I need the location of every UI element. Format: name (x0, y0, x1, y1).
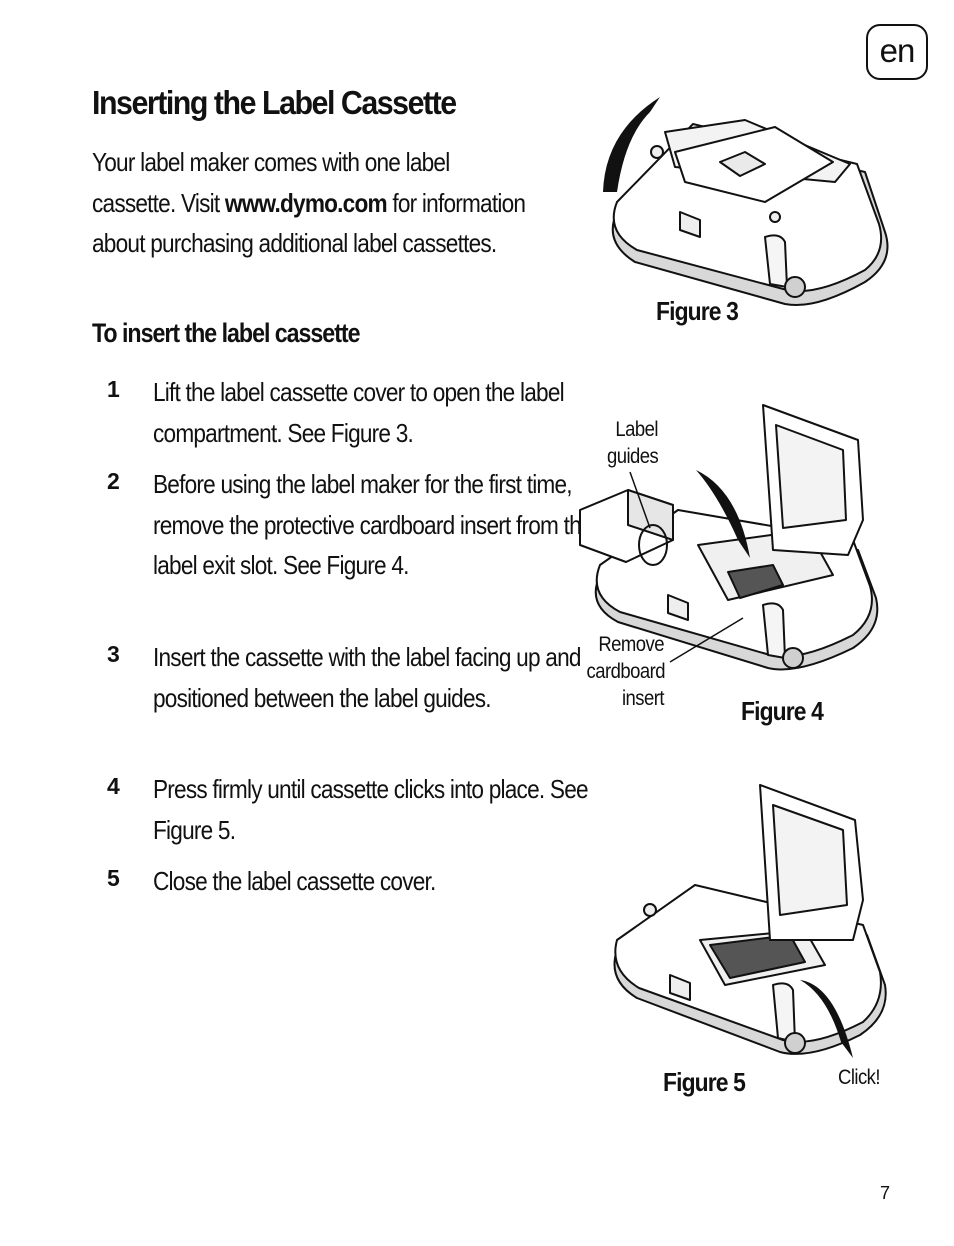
step-number: 5 (107, 865, 120, 891)
figure-5-illustration (613, 784, 887, 1058)
figure-4-caption: Figure 4 (741, 696, 824, 726)
callout-remove-insert: Remove cardboard insert (586, 633, 666, 710)
intro-text-after: for information about purchasing additio… (92, 187, 526, 259)
step-text: Close the label cassette cover. (153, 866, 436, 896)
step-text: Insert the cassette with the label facin… (153, 642, 581, 713)
language-badge: en (866, 24, 928, 80)
step-number: 3 (107, 641, 120, 667)
figure-4-illustration (579, 404, 879, 671)
intro-paragraph: Your label maker comes with one label ca… (92, 142, 531, 264)
figure-5-caption: Figure 5 (663, 1067, 746, 1097)
step-number: 2 (107, 468, 120, 494)
figure-3-caption: Figure 3 (656, 296, 739, 326)
intro-text-before: Your label maker comes with one label ca… (92, 147, 450, 218)
step-number: 4 (107, 773, 120, 799)
page-title: Inserting the Label Cassette (92, 84, 457, 121)
callout-label-guides: Label guides (606, 418, 659, 468)
website-link: www.dymo.com (224, 187, 388, 218)
figure-3-illustration (603, 97, 889, 307)
step-text: Press firmly until cassette clicks into … (153, 774, 589, 845)
step-text: Lift the label cassette cover to open th… (153, 377, 565, 448)
callout-click: Click! (838, 1066, 881, 1089)
procedure-heading: To insert the label cassette (92, 318, 361, 348)
page-number: 7 (880, 1183, 891, 1203)
step-text: Before using the label maker for the fir… (153, 469, 593, 580)
step-number: 1 (107, 376, 120, 402)
